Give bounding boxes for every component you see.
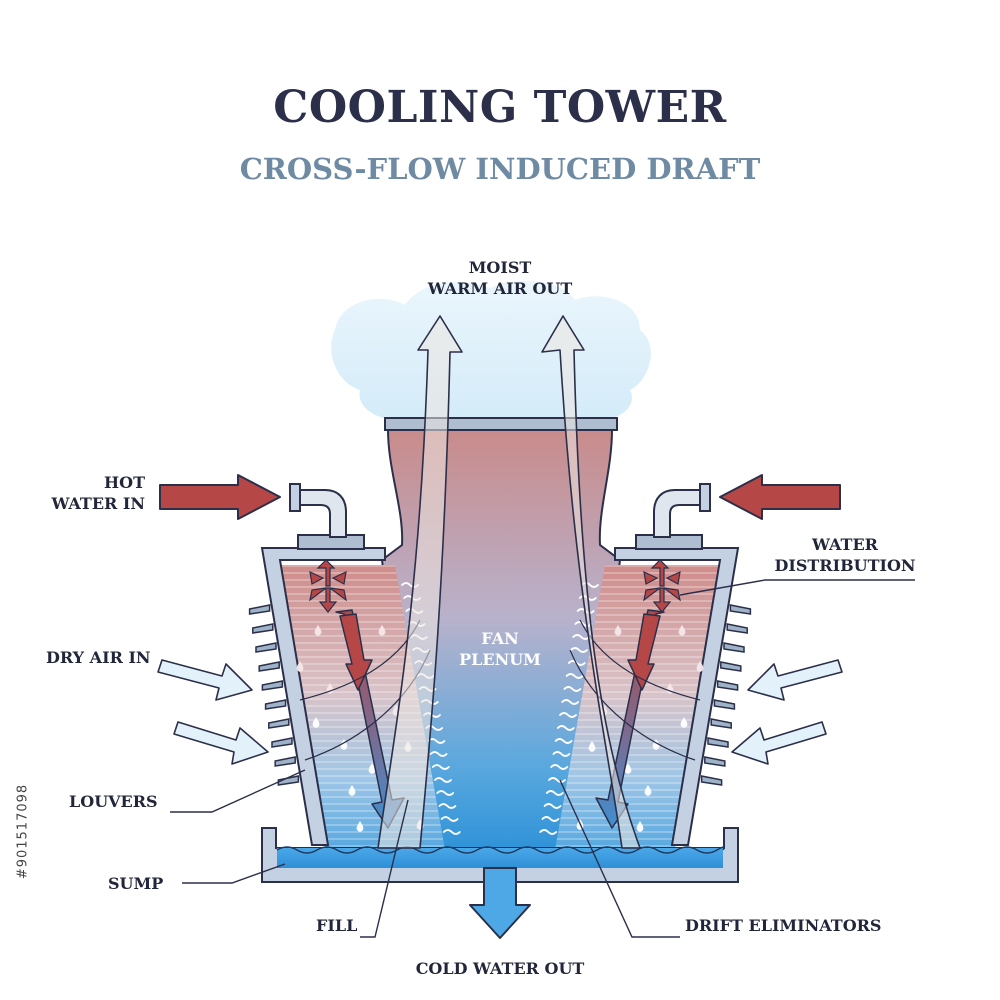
drift-eliminator-wave [556,725,575,731]
louver-slat [710,718,732,729]
drift-eliminator-wave [567,660,586,666]
drift-eliminator-wave [431,764,450,770]
louver-slat [274,756,296,767]
distribution-spray-right [643,559,681,613]
water-droplet [614,625,622,636]
water-droplet [296,661,304,672]
water-droplet [644,785,652,796]
label-louvers: LOUVERS [69,792,158,811]
drift-eliminator-wave [436,790,455,796]
louvers-left [248,604,300,786]
dry-air-in-arrow-right-lower [731,721,827,765]
drift-eliminator-wave [440,816,459,822]
label-dry-air-in: DRY AIR IN [46,648,151,667]
steam-cloud [331,280,651,420]
water-droplet [348,785,356,796]
dry-air-in-arrow-left-lower [173,721,269,765]
drift-eliminator-wave [539,829,558,835]
drift-eliminator-wave [434,777,452,783]
dry-air-in-arrow-left-upper [157,659,253,701]
louver-slat [261,680,284,691]
drift-eliminator-wave [570,647,588,653]
drift-eliminator-wave [427,738,446,744]
water-droplet [368,763,376,774]
louver-slat [271,737,293,748]
stock-id-watermark: #901517098 [15,783,31,880]
louver-slat [700,775,723,786]
drift-eliminator-wave [565,673,584,679]
drift-eliminator-wave [550,764,569,770]
casing-right [614,534,740,846]
louver-slat [264,699,287,710]
drift-eliminator-wave [554,738,573,744]
label-sump: SUMP [108,874,164,893]
cold-water-out-arrow [469,867,531,939]
drift-eliminator-wave [561,699,580,705]
water-droplet [312,717,320,728]
hot-water-pipe-left [289,483,347,538]
label-fan-plenum: FAN PLENUM [459,629,541,669]
drift-eliminator-wave [548,777,566,783]
hot-water-pipe-right [653,483,711,538]
dry-air-in-arrow-right-upper [747,659,843,701]
louver-slat [720,661,742,672]
drift-eliminator-wave [545,790,564,796]
louver-slat [258,661,280,672]
louver-slat [716,680,739,691]
water-droplet [356,821,364,832]
drift-eliminator-wave [552,751,571,757]
label-moist-warm-air-out: MOIST WARM AIR OUT [427,258,573,298]
diagram-subtitle: CROSS-FLOW INDUCED DRAFT [239,152,761,186]
sump-basin [261,827,739,883]
louvers-right [700,604,752,786]
label-hot-water-in: HOT WATER IN [51,473,145,513]
louver-slat [707,737,729,748]
casing-left [260,534,386,846]
louver-slat [252,623,274,634]
warm-air-out-arrow-right [541,315,641,849]
water-droplet [636,821,644,832]
warm-air-out-arrow-left [377,315,463,849]
water-droplet [680,717,688,728]
louver-slat [248,604,271,615]
water-flow-arrow-right [595,609,665,829]
louver-slat [268,718,290,729]
louver-slat [704,756,726,767]
louver-slat [255,642,277,653]
label-cold-water-out: COLD WATER OUT [415,959,585,978]
drift-eliminator-wave [442,829,461,835]
drift-eliminator-wave [559,712,577,718]
label-fill: FILL [316,916,358,935]
water-droplet [378,625,386,636]
drift-eliminator-wave [563,686,582,692]
drift-eliminator-wave [541,816,560,822]
drift-eliminator-wave [429,751,448,757]
water-droplet [314,625,322,636]
label-water-distribution: WATER DISTRIBUTION [774,535,916,575]
water-droplet [624,763,632,774]
louver-slat [729,604,752,615]
leader-lines [170,579,915,938]
water-droplet [696,661,704,672]
distribution-spray-left [309,559,347,613]
louver-slat [726,623,748,634]
drift-eliminator-wave [543,803,562,809]
louver-slat [713,699,736,710]
drift-eliminator-wave [438,803,457,809]
louver-slat [723,642,745,653]
drift-eliminator-wave [572,634,591,640]
diagram-title: COOLING TOWER [273,82,727,133]
water-droplet [588,741,596,752]
hot-water-in-arrow-right [719,474,841,520]
label-drift-eliminators: DRIFT ELIMINATORS [685,916,882,935]
hot-water-in-arrow-left [159,474,281,520]
water-droplet [678,625,686,636]
